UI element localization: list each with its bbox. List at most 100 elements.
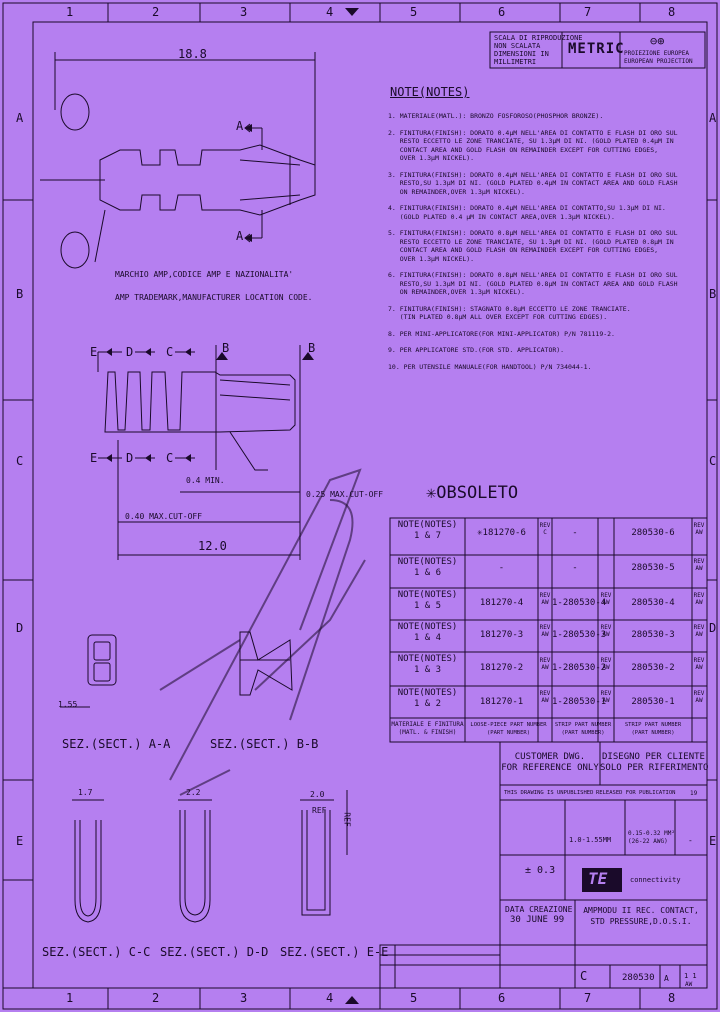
note-item: 6. FINITURA(FINISH): DORATO 0.8μM NELL'A… bbox=[388, 271, 678, 296]
metric-label: METRIC bbox=[568, 41, 625, 57]
col-label-bottom-4: 4 bbox=[326, 991, 334, 1005]
table-row-loose: 181270-1 bbox=[479, 697, 524, 707]
table-row-strip: 1-280530-4 bbox=[552, 598, 607, 608]
date-label: DATA CREAZIONE bbox=[505, 905, 573, 914]
table-row-loose: 181270-4 bbox=[479, 598, 524, 608]
table-row-strip: 1-280530-2 bbox=[552, 663, 607, 673]
dim-040-cutoff: 0.40 MAX.CUT-OFF bbox=[125, 512, 203, 521]
table-row-loose: 181270-3 bbox=[479, 630, 524, 640]
dim-025-cutoff: 0.25 MAX.CUT-OFF bbox=[306, 490, 384, 499]
marker-a-bottom: A bbox=[236, 229, 244, 243]
row-label-e: E bbox=[16, 834, 24, 848]
table-row-rev: REV AW bbox=[693, 624, 705, 638]
marker-b-right: B bbox=[308, 341, 316, 355]
section-cc-label: SEZ.(SECT.) C-C bbox=[42, 945, 151, 959]
marchio-label: MARCHIO AMP,CODICE AMP E NAZIONALITA' bbox=[115, 270, 294, 279]
customer-dwg-en: CUSTOMER DWG. FOR REFERENCE ONLY bbox=[501, 752, 599, 773]
table-row-strip2: 280530-5 bbox=[631, 563, 675, 573]
table-row-strip2: 280530-6 bbox=[631, 528, 675, 538]
row-label-c: C bbox=[16, 454, 24, 468]
note-item: 3. FINITURA(FINISH): DORATO 0.4μM NELL'A… bbox=[388, 170, 678, 196]
table-header-strip2: STRIP PART NUMBER (PART NUMBER) bbox=[624, 722, 682, 736]
row-label-right-c: C bbox=[709, 454, 717, 468]
row-label-right-e: E bbox=[709, 834, 717, 848]
table-row-strip2: 280530-3 bbox=[631, 630, 675, 640]
notes-title: NOTE(NOTES) bbox=[390, 85, 470, 99]
table-row-note: NOTE(NOTES) 1 & 6 bbox=[397, 557, 458, 578]
table-header-loose: LOOSE-PIECE PART NUMBER (PART NUMBER) bbox=[470, 722, 547, 736]
row-label-a: A bbox=[16, 111, 24, 125]
te-logo: TE bbox=[588, 869, 608, 888]
table-row-rev: REV C bbox=[539, 522, 551, 536]
doc-prefix: C bbox=[580, 969, 588, 983]
marker-b-left: B bbox=[222, 341, 230, 355]
col-label-bottom-8: 8 bbox=[668, 991, 676, 1005]
dim-155: 1.55 bbox=[58, 700, 78, 709]
col-label-7: 7 bbox=[584, 5, 592, 19]
trademark-label: AMP TRADEMARK,MANUFACTURER LOCATION CODE… bbox=[115, 293, 313, 302]
table-row-note: NOTE(NOTES) 1 & 7 bbox=[397, 520, 458, 541]
customer-dwg-it: DISEGNO PER CLIENTE SOLO PER RIFERIMENTO bbox=[600, 752, 709, 773]
note-item: 2. FINITURA(FINISH): DORATO 0.4μM NELL'A… bbox=[388, 128, 678, 163]
table-row-rev: REV AW bbox=[539, 657, 551, 671]
table-row-strip2: 280530-1 bbox=[631, 697, 675, 707]
dim-ref: REF bbox=[312, 806, 327, 815]
table-row-rev: REV AW bbox=[539, 690, 551, 704]
col-label-bottom-3: 3 bbox=[240, 991, 248, 1005]
note-item: 4. FINITURA(FINISH): DORATO 0.4μM NELL'A… bbox=[388, 204, 666, 221]
note-item: 7. FINITURA(FINISH): STAGNATO 0.8μM ECCE… bbox=[388, 304, 631, 322]
table-row-rev: REV AW bbox=[693, 592, 705, 606]
table-row-loose: 181270-2 bbox=[479, 663, 524, 673]
marker-e-bottom: E bbox=[90, 451, 98, 465]
col-label-bottom-2: 2 bbox=[152, 991, 160, 1005]
table-row-rev: REV AW bbox=[693, 558, 705, 572]
row-label-right-d: D bbox=[709, 621, 717, 635]
table-row-note: NOTE(NOTES) 1 & 3 bbox=[397, 654, 458, 675]
table-row-loose: - bbox=[498, 563, 505, 573]
row-label-right-b: B bbox=[709, 287, 717, 301]
dim-ref-vertical: REF bbox=[342, 812, 352, 827]
date-value: 30 JUNE 99 bbox=[510, 915, 565, 925]
marker-d-top: D bbox=[126, 345, 134, 359]
obsolete-label: ✳OBSOLETO bbox=[426, 483, 519, 503]
table-row-strip: - bbox=[572, 528, 578, 538]
marker-c-top: C bbox=[166, 345, 174, 359]
note-item: 10. PER UTENSILE MANUALE(FOR HANDTOOL) P… bbox=[388, 362, 592, 371]
tolerance-value: ± 0.3 bbox=[525, 865, 556, 876]
col-label-2: 2 bbox=[152, 5, 160, 19]
sheet-size: A bbox=[664, 974, 669, 983]
released-label: RELEASED FOR PUBLICATION bbox=[596, 790, 676, 796]
table-row-rev: REV AW bbox=[693, 690, 705, 704]
table-row-rev: REV AW bbox=[600, 592, 612, 606]
col-label-bottom-6: 6 bbox=[498, 991, 506, 1005]
dash-value: - bbox=[688, 836, 693, 845]
wire-awg: 0.15-0.32 MM² (26-22 AWG) bbox=[628, 830, 675, 845]
col-label-1: 1 bbox=[66, 5, 74, 19]
section-dd-label: SEZ.(SECT.) D-D bbox=[160, 945, 269, 959]
unpublished-label: THIS DRAWING IS UNPUBLISHED bbox=[504, 790, 594, 796]
row-label-b: B bbox=[16, 287, 24, 301]
dim-12: 12.0 bbox=[198, 539, 227, 553]
note-item: 5. FINITURA(FINISH): DORATO 0.8μM NELL'A… bbox=[388, 229, 678, 263]
table-row-note: NOTE(NOTES) 1 & 5 bbox=[397, 590, 458, 611]
marker-a-top: A bbox=[236, 119, 244, 133]
table-row-rev: REV AW bbox=[539, 624, 551, 638]
table-header-matl: MATERIALE E FINITURA (MATL. & FINISH) bbox=[391, 721, 464, 736]
notes-list: 1. MATERIALE(MATL.): BRONZO FOSFOROSO(PH… bbox=[388, 112, 706, 371]
wire-range: 1.0-1.55MM bbox=[569, 836, 612, 844]
table-row-note: NOTE(NOTES) 1 & 4 bbox=[397, 622, 458, 643]
col-label-bottom-7: 7 bbox=[584, 991, 592, 1005]
table-row-rev: REV AW bbox=[693, 657, 705, 671]
scale-note: SCALA DI RIPRODUZIONE NON SCALATA DIMENS… bbox=[494, 34, 583, 66]
note-item: 8. PER MINI-APPLICATORE(FOR MINI-APPLICA… bbox=[388, 329, 615, 338]
col-label-6: 6 bbox=[498, 5, 506, 19]
col-label-3: 3 bbox=[240, 5, 248, 19]
projection-symbol-icon: ⊖⊕ bbox=[650, 34, 665, 48]
dim-22: 2.2 bbox=[186, 788, 201, 797]
doc-number: 280530 bbox=[622, 973, 655, 983]
projection-label: PROIEZIONE EUROPEA EUROPEAN PROJECTION bbox=[624, 50, 693, 65]
year-label: 19 bbox=[690, 790, 698, 797]
marker-c-bottom: C bbox=[166, 451, 174, 465]
